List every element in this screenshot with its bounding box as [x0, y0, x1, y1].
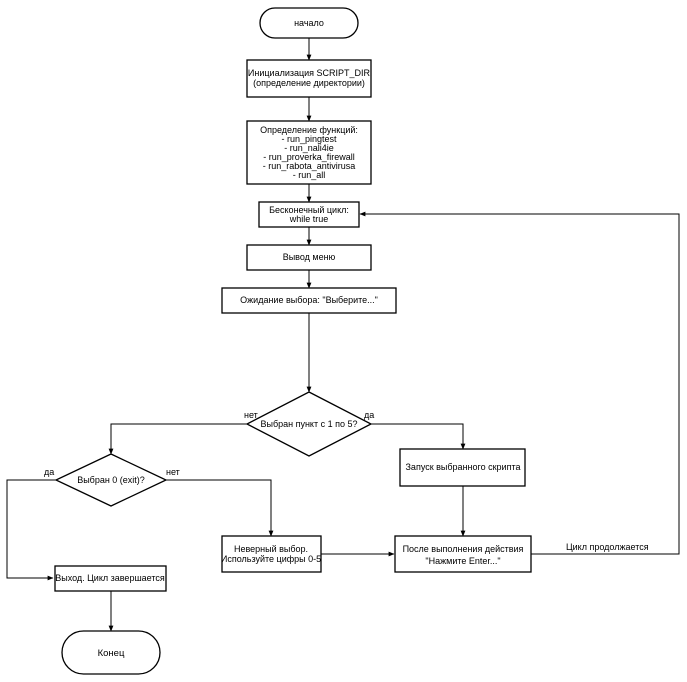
label-check0-yes: да	[44, 467, 54, 477]
edge-check15-yes	[371, 423, 466, 450]
label-check15-yes: да	[364, 410, 374, 420]
process-shape	[246, 59, 372, 98]
node-run-script-text: Запуск выбранного скрипта	[406, 462, 521, 472]
node-after: После выполнения действия "Нажмите Enter…	[394, 535, 532, 573]
node-loop-line: Бесконечный цикл:	[269, 205, 349, 215]
node-run-script: Запуск выбранного скрипта	[399, 448, 526, 487]
node-wait: Ожидание выбора: "Выберите..."	[221, 287, 397, 314]
process-shape	[399, 448, 526, 487]
node-invalid-line: Неверный выбор.	[234, 544, 308, 554]
node-exit: Выход. Цикл завершается	[54, 565, 167, 592]
edge-check15-no	[108, 423, 247, 455]
node-loop: Бесконечный цикл: while true	[258, 201, 360, 228]
process-shape	[221, 287, 397, 314]
node-wait-text: Ожидание выбора: "Выберите..."	[240, 295, 378, 305]
node-after-line: После выполнения действия	[403, 544, 524, 554]
node-init: Инициализация SCRIPT_DIR (определение ди…	[246, 59, 372, 98]
process-shape	[246, 244, 372, 271]
edge-check0-yes	[6, 479, 56, 581]
node-funcs-line: - run_proverka_firewall	[263, 152, 355, 162]
node-funcs: Определение функций: - run_pingtest - ru…	[246, 120, 372, 185]
node-check15: Выбран пункт с 1 по 5?	[245, 391, 373, 457]
label-check0-no: нет	[166, 467, 180, 477]
node-invalid: Неверный выбор. Используйте цифры 0-5	[221, 535, 322, 573]
node-menu-text: Вывод меню	[283, 252, 336, 262]
node-check15-text: Выбран пункт с 1 по 5?	[260, 419, 357, 429]
node-after-line: "Нажмите Enter..."	[425, 556, 500, 566]
node-funcs-line: - run_rabota_antivirusa	[263, 161, 356, 171]
terminator-shape	[61, 630, 161, 675]
node-funcs-line: - run_pingtest	[281, 134, 337, 144]
terminator-shape	[259, 7, 359, 39]
edge-loop-continue	[359, 211, 680, 555]
label-check15-no: нет	[244, 410, 258, 420]
process-shape	[246, 120, 372, 185]
process-shape	[54, 565, 167, 592]
node-menu: Вывод меню	[246, 244, 372, 271]
node-check0-text: Выбран 0 (exit)?	[77, 475, 145, 485]
node-funcs-line: - run_nali4ie	[284, 143, 334, 153]
node-funcs-line: Определение функций:	[260, 125, 358, 135]
node-invalid-line: Используйте цифры 0-5	[221, 554, 321, 564]
edge-check0-no	[166, 479, 274, 537]
process-shape	[221, 535, 322, 573]
decision-shape	[245, 391, 373, 457]
node-start-text: начало	[294, 18, 324, 28]
decision-shape	[54, 453, 168, 507]
process-shape	[258, 201, 360, 228]
label-loop-continue: Цикл продолжается	[566, 542, 649, 552]
node-end: Конец	[61, 630, 161, 675]
node-start: начало	[259, 7, 359, 39]
node-loop-line: while true	[289, 214, 329, 224]
node-funcs-line: - run_all	[293, 170, 326, 180]
node-end-text: Конец	[98, 648, 125, 659]
process-shape	[394, 535, 532, 573]
edge-labels: нет да да нет Цикл продолжается	[44, 410, 649, 552]
node-init-line: Инициализация SCRIPT_DIR	[248, 68, 371, 78]
node-init-line: (определение директории)	[253, 78, 365, 88]
node-exit-text: Выход. Цикл завершается	[55, 573, 165, 583]
edges	[6, 38, 680, 632]
node-check0: Выбран 0 (exit)?	[54, 453, 168, 507]
